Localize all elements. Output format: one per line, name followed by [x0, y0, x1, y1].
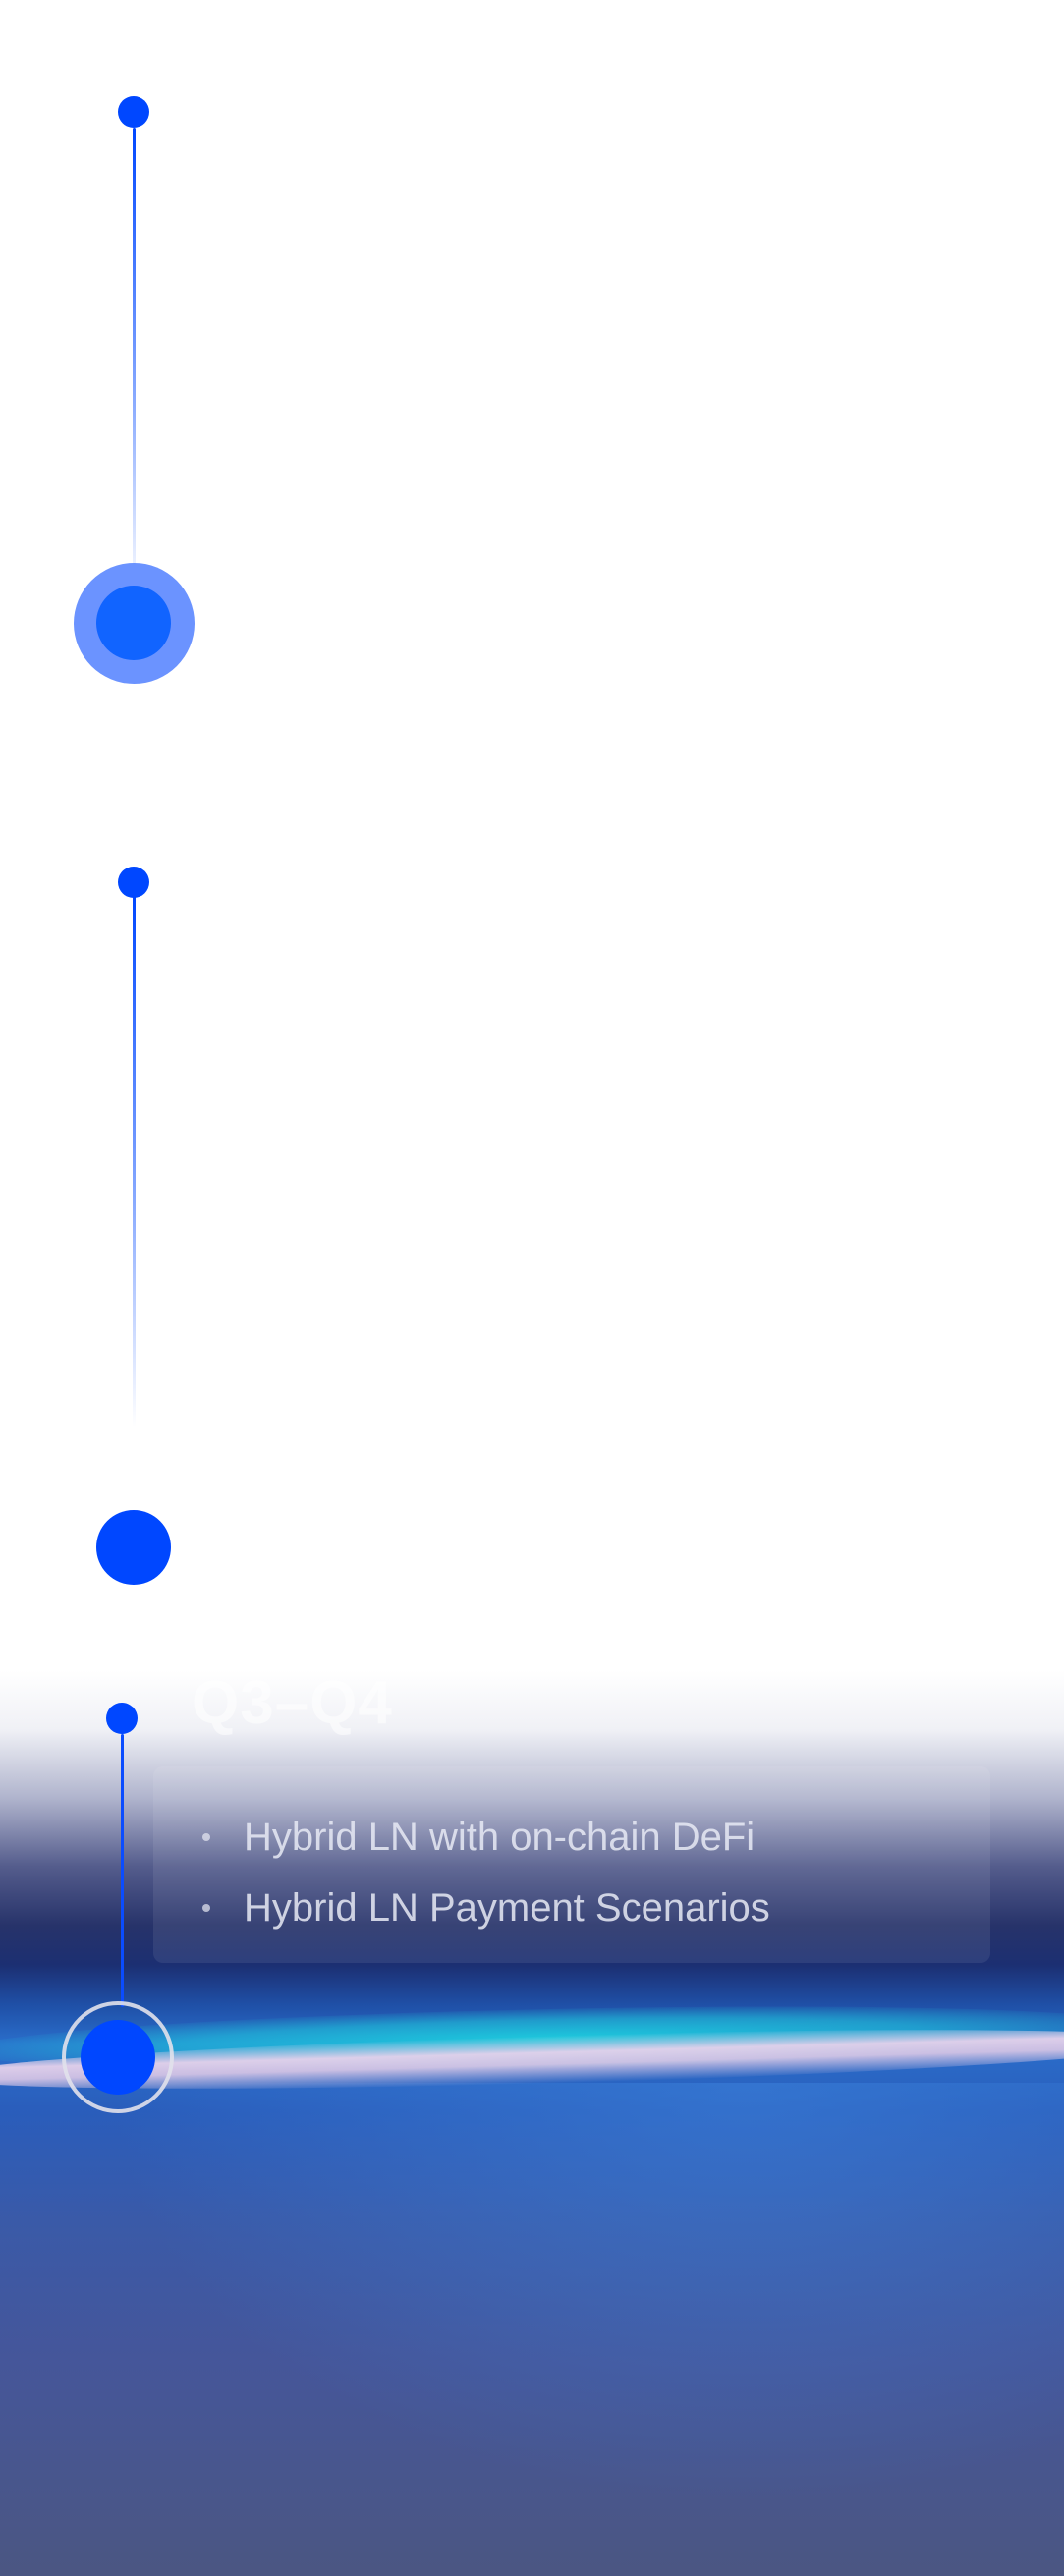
phase-item-label: Hybrid LN Payment Scenarios	[244, 1886, 770, 1930]
timeline-node-ring-3	[62, 2001, 174, 2113]
timeline-node-3	[81, 2020, 155, 2095]
timeline-start-dot-1	[118, 96, 149, 128]
phase-item: Hybrid LN with on-chain DeFi	[202, 1802, 990, 1873]
ocean-highlight	[0, 2083, 1064, 2576]
timeline-connector-3	[121, 1734, 124, 2007]
timeline-node-2	[96, 1510, 171, 1585]
bullet-icon	[202, 1833, 210, 1841]
phase-card: Hybrid LN with on-chain DeFi Hybrid LN P…	[153, 1766, 990, 1963]
timeline-start-dot-3	[106, 1703, 138, 1734]
timeline-start-dot-2	[118, 867, 149, 898]
timeline-node-1	[96, 586, 171, 660]
phase-item-label: Hybrid LN with on-chain DeFi	[244, 1816, 756, 1859]
phase-item-list: Hybrid LN with on-chain DeFi Hybrid LN P…	[202, 1802, 990, 1943]
bullet-icon	[202, 1904, 210, 1912]
phase-title: Q3–Q4	[192, 1669, 393, 1737]
timeline-connector-2	[133, 896, 136, 1427]
phase-item: Hybrid LN Payment Scenarios	[202, 1873, 990, 1943]
timeline-connector-1	[133, 128, 136, 599]
